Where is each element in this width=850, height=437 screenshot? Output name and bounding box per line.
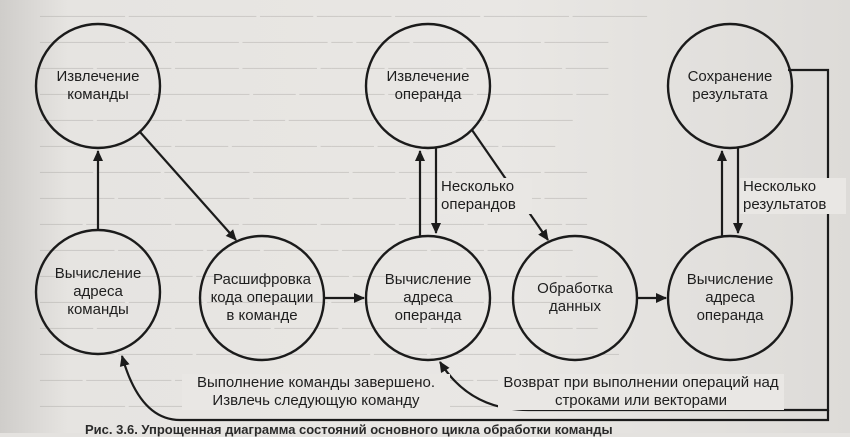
background-text: ──────── ──────────── ───── ─────── ────… [40,9,648,415]
edge-label-multiple-operands: Несколько операндов [438,178,532,214]
edge-return-loop [439,68,830,412]
edge-label-multiple-results: Несколько результатов [740,178,846,214]
node-decode-label: Расшифровка кода операции в команде [210,271,314,324]
edge-label-instruction-complete: Выполнение команды завершено. Извлечь сл… [182,374,450,410]
node-operand-address-1-label: Вычисление адреса операнда [384,271,472,324]
edge-fetch-to-decode [139,131,237,241]
node-store-result-label: Сохранение результата [687,68,773,103]
node-data-operation-label: Обработка данных [537,280,613,315]
node-fetch-operand-label: Извлечение операнда [386,68,470,103]
node-store-result-circle [666,22,794,150]
figure-caption: Рис. 3.6. Упрощенная диаграмма состояний… [85,422,613,437]
node-instruction-address-label: Вычисление адреса команды [54,265,142,318]
node-operand-address-2-circle [666,234,794,362]
edge-next-instruction-loop [119,355,830,422]
node-operand-address-2-label: Вычисление адреса операнда [686,271,774,324]
node-fetch-instruction-circle [34,22,162,150]
edge-label-string-vector-return: Возврат при выполнении операций над стро… [498,374,784,410]
node-fetch-operand-circle [364,22,492,150]
node-fetch-instruction-label: Извлечение команды [56,68,140,103]
node-operand-address-1-circle [364,234,492,362]
